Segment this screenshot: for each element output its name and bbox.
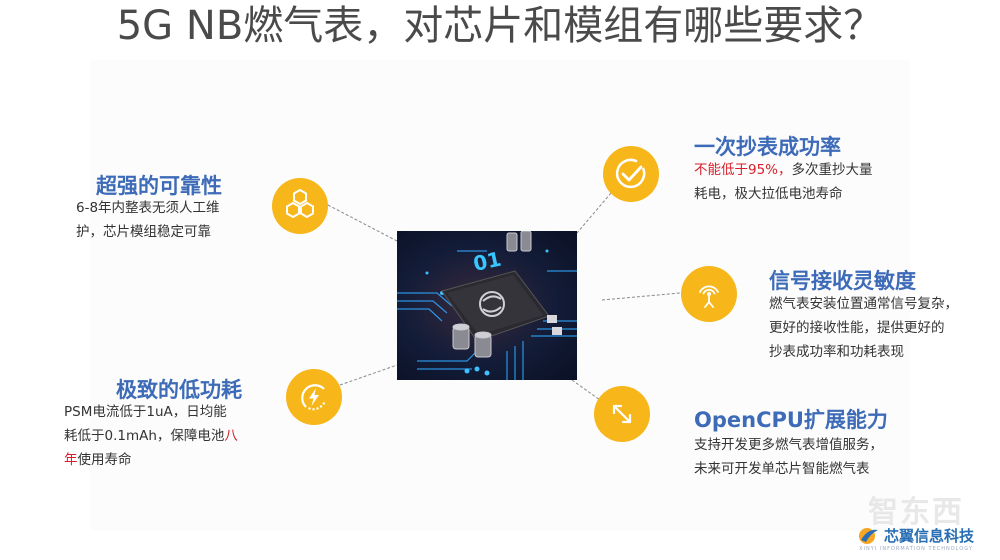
feature-title-low-power: 极致的低功耗: [116, 378, 242, 402]
desc-line: 更好的接收性能，提供更好的: [769, 320, 945, 336]
success-rate-icon-circle: [603, 146, 659, 202]
desc-line: 支持开发更多燃气表增值服务，: [694, 437, 883, 453]
lightning-cycle-icon: [301, 384, 325, 411]
feature-desc-reliability: 6-8年内整表无须人工维 护，芯片模组稳定可靠: [76, 196, 276, 244]
check-circle-icon: [615, 158, 646, 189]
desc-text: 多次重抄大量: [791, 162, 873, 178]
company-logo: 芯翼信息科技: [846, 525, 986, 546]
feature-desc-sensitivity: 燃气表安装位置通常信号复杂， 更好的接收性能，提供更好的 抄表成功率和功耗表现: [769, 292, 989, 364]
desc-line: 不能低于95%，多次重抄大量: [694, 158, 914, 182]
antenna-signal-icon: [699, 285, 719, 308]
desc-line: 燃气表安装位置通常信号复杂，: [769, 296, 958, 312]
feature-title-sensitivity: 信号接收灵敏度: [769, 269, 916, 293]
company-logo-text: 芯翼信息科技: [883, 527, 974, 545]
feature-title-reliability: 超强的可靠性: [96, 174, 222, 198]
opencpu-icon-circle: [594, 386, 650, 442]
feature-title-success-rate: 一次抄表成功率: [694, 135, 841, 159]
desc-line: PSM电流低于1uA，日均能: [64, 404, 227, 420]
feature-desc-success-rate: 不能低于95%，多次重抄大量 耗电，极大拉低电池寿命: [694, 158, 914, 206]
sensitivity-icon-circle: [681, 266, 737, 322]
desc-text: 使用寿命: [77, 452, 132, 468]
hexagons-icon: [286, 188, 314, 219]
desc-line: 耗电，极大拉低电池寿命: [694, 186, 843, 202]
desc-line: 年使用寿命: [64, 448, 284, 472]
highlight-text: 不能低于95%，: [694, 162, 792, 178]
reliability-icon-circle: [272, 178, 328, 234]
desc-line: 抄表成功率和功耗表现: [769, 344, 904, 360]
chip-label: 01: [471, 247, 503, 276]
low-power-icon-circle: [286, 369, 342, 425]
feature-desc-low-power: PSM电流低于1uA，日均能 耗低于0.1mAh，保障电池八 年使用寿命: [64, 400, 284, 472]
company-logo-icon: [858, 527, 878, 544]
desc-text: 耗低于0.1mAh，保障电池: [64, 428, 225, 444]
watermark: 智东西 芯翼信息科技 XINYI INFORMATION TECHNOLOGY: [846, 497, 986, 552]
expand-arrows-icon: [612, 404, 632, 424]
watermark-brand: 智东西: [868, 495, 964, 530]
desc-line: 耗低于0.1mAh，保障电池八: [64, 424, 284, 448]
desc-line: 未来可开发单芯片智能燃气表: [694, 461, 870, 477]
slide-title: 5G NB燃气表，对芯片和模组有哪些要求？: [116, 3, 884, 49]
desc-line: 6-8年内整表无须人工维: [76, 200, 220, 216]
chip-circuit-image: 01: [397, 231, 577, 380]
feature-title-opencpu: OpenCPU扩展能力: [694, 408, 888, 432]
circuit-board-illustration: 01: [397, 231, 577, 380]
desc-line: 护，芯片模组稳定可靠: [76, 224, 211, 240]
company-logo-subtext: XINYI INFORMATION TECHNOLOGY: [859, 546, 973, 552]
highlight-text: 年: [64, 452, 78, 468]
feature-desc-opencpu: 支持开发更多燃气表增值服务， 未来可开发单芯片智能燃气表: [694, 433, 934, 481]
highlight-text: 八: [224, 428, 238, 444]
